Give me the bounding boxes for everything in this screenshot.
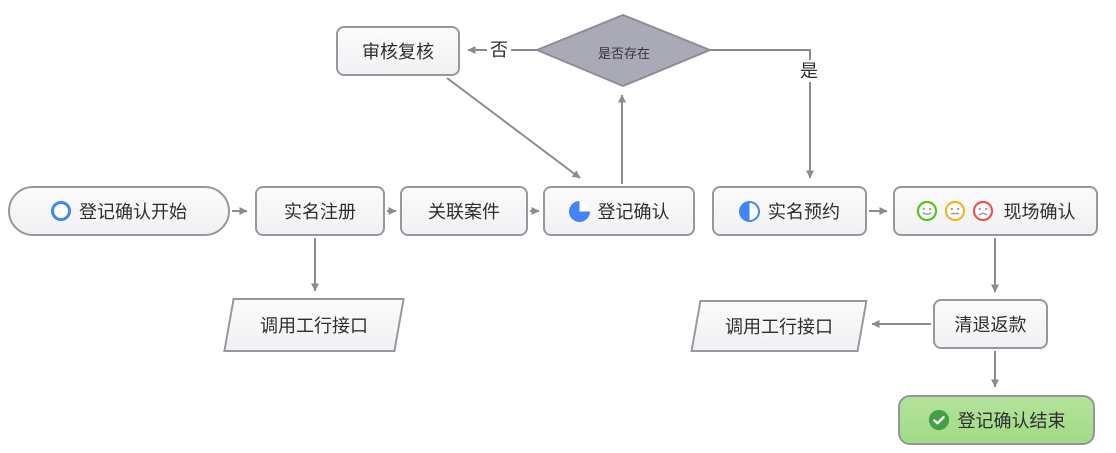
node-real-name-appointment-label: 实名预约 — [768, 202, 840, 222]
green-smile-face-icon — [916, 200, 937, 222]
node-refund-label: 清退返款 — [954, 315, 1027, 335]
node-link-case[interactable]: 关联案件 — [400, 186, 528, 236]
node-call-icbc-right-label: 调用工行接口 — [725, 317, 833, 337]
face-icon-row — [916, 200, 994, 222]
node-end[interactable]: 登记确认结束 — [898, 395, 1095, 445]
node-end-label: 登记确认结束 — [957, 411, 1066, 431]
blue-pie-icon — [568, 200, 590, 222]
node-start[interactable]: 登记确认开始 — [8, 186, 230, 236]
decision-label: 是否存在 — [597, 46, 650, 61]
edge-label-yes: 是 — [797, 60, 821, 82]
node-call-icbc-right[interactable]: 调用工行接口 — [690, 300, 868, 352]
yellow-neutral-face-icon — [944, 200, 965, 222]
node-real-name-appointment[interactable]: 实名预约 — [712, 186, 867, 236]
node-call-icbc-left-label: 调用工行接口 — [260, 316, 368, 336]
node-review-label: 审核复核 — [362, 42, 434, 62]
edge-decision-yes-to-appointment — [710, 49, 814, 179]
node-link-case-label: 关联案件 — [428, 202, 500, 222]
node-onsite-confirm-label: 现场确认 — [1003, 202, 1076, 222]
node-real-name-register[interactable]: 实名注册 — [255, 186, 385, 236]
blue-half-circle-icon — [739, 200, 760, 222]
node-start-label: 登记确认开始 — [79, 202, 187, 222]
node-call-icbc-left[interactable]: 调用工行接口 — [223, 298, 405, 352]
edge-review-to-confirm — [446, 77, 581, 179]
node-real-name-register-label: 实名注册 — [284, 202, 356, 222]
node-register-confirm-label: 登记确认 — [597, 202, 670, 222]
node-register-confirm[interactable]: 登记确认 — [543, 186, 695, 236]
node-review[interactable]: 审核复核 — [336, 26, 460, 76]
red-frown-face-icon — [972, 200, 993, 222]
node-onsite-confirm[interactable]: 现场确认 — [893, 186, 1098, 236]
node-refund[interactable]: 清退返款 — [933, 299, 1048, 349]
green-check-icon — [928, 409, 949, 431]
edge-label-no: 否 — [487, 39, 511, 61]
blue-ring-icon — [51, 201, 71, 221]
